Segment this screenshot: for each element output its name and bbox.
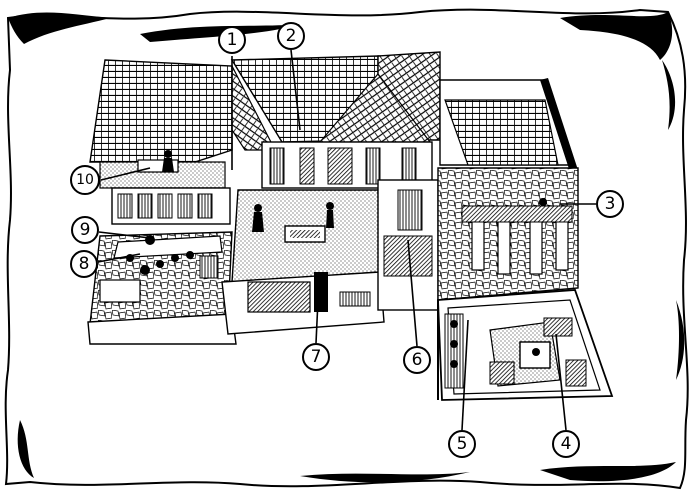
callout-10: 10 — [70, 165, 100, 195]
left-terrace — [87, 231, 237, 345]
callout-9: 9 — [71, 216, 99, 244]
callout-4: 4 — [552, 430, 580, 458]
left-wing — [89, 59, 276, 225]
callout-2: 2 — [277, 22, 305, 50]
lower-right-room — [437, 289, 614, 401]
svg-text:5: 5 — [457, 434, 468, 454]
callout-3: 3 — [596, 190, 624, 218]
callout-7: 7 — [302, 343, 330, 371]
callout-1: 1 — [218, 26, 246, 54]
callout-8: 8 — [70, 250, 98, 278]
callout-6: 6 — [403, 346, 431, 374]
svg-text:1: 1 — [227, 30, 238, 50]
right-wing — [439, 78, 578, 172]
right-courtyard — [437, 167, 579, 301]
svg-text:7: 7 — [311, 347, 322, 367]
svg-text:9: 9 — [80, 220, 91, 240]
callout-5: 5 — [448, 430, 476, 458]
svg-text:6: 6 — [412, 350, 423, 370]
svg-text:10: 10 — [76, 172, 94, 188]
svg-text:4: 4 — [561, 434, 572, 454]
svg-text:3: 3 — [605, 194, 616, 214]
leader-lines — [97, 49, 596, 431]
svg-text:2: 2 — [286, 26, 297, 46]
central-courtyard — [231, 189, 381, 283]
svg-text:8: 8 — [79, 254, 90, 274]
